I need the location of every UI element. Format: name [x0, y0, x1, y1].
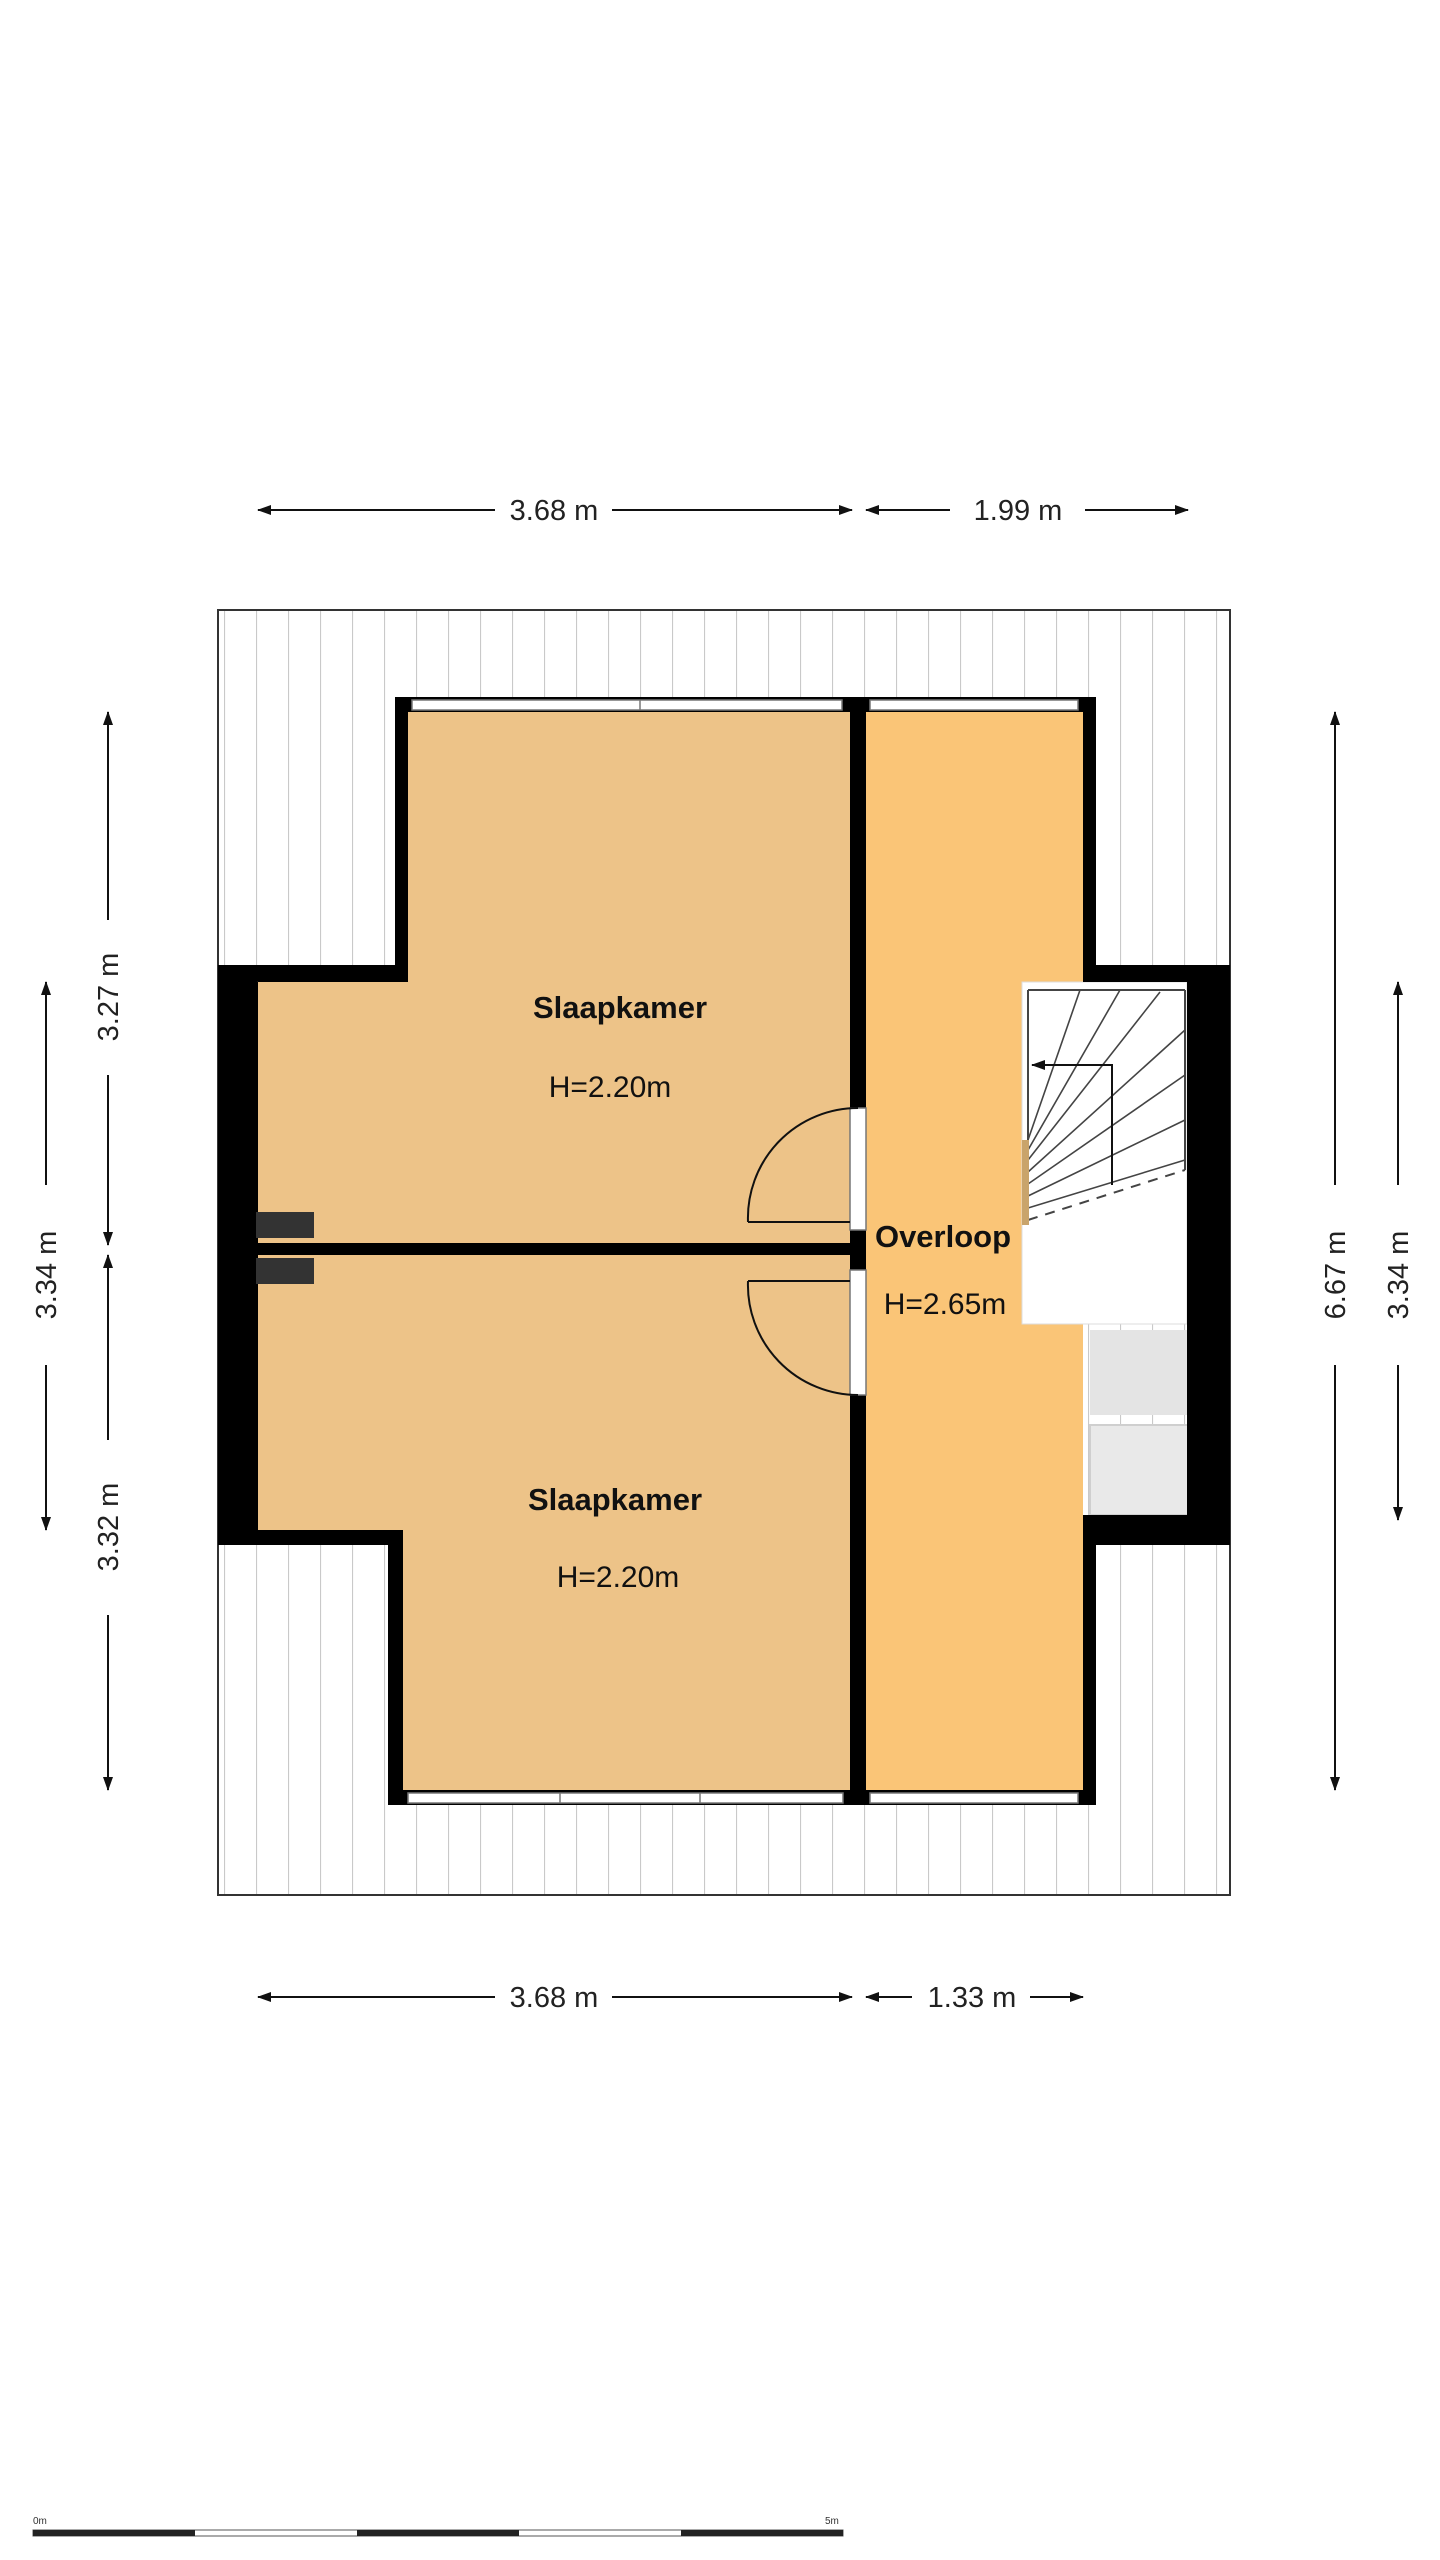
windows	[407, 699, 1079, 1804]
doors	[746, 1107, 867, 1396]
dim-left-upper: 3.27 m	[93, 953, 125, 1042]
dim-right-inner: 6.67 m	[1320, 1231, 1352, 1320]
dim-left-lower: 3.32 m	[93, 1483, 125, 1572]
scale-end: 5m	[825, 2516, 839, 2527]
scale-bar: 0m 5m	[32, 2516, 844, 2537]
room-height-bedroom-lower: H=2.20m	[557, 1561, 680, 1594]
dim-bottom-left: 3.68 m	[510, 1982, 599, 2014]
room-height-bedroom-upper: H=2.20m	[549, 1071, 672, 1104]
staircase	[1021, 981, 1188, 1325]
dim-top-left: 3.68 m	[510, 495, 599, 527]
room-name-bedroom-upper: Slaapkamer	[533, 990, 707, 1025]
bedroom-lower-floor	[258, 1255, 856, 1790]
walls	[218, 697, 1230, 1805]
scale-start: 0m	[33, 2516, 47, 2527]
cabinet	[1089, 1330, 1189, 1516]
bedroom-upper-floor	[258, 712, 856, 1245]
room-name-bedroom-lower: Slaapkamer	[528, 1482, 702, 1517]
divider-wall	[256, 1243, 866, 1255]
landing-wall	[850, 700, 866, 1802]
dim-bottom-right: 1.33 m	[928, 1982, 1017, 2014]
dim-left-outer: 3.34 m	[31, 1231, 63, 1320]
room-name-landing: Overloop	[875, 1219, 1011, 1254]
dimension-lines	[41, 505, 1403, 2002]
dimension-labels: 3.68 m 1.99 m 3.68 m 1.33 m 3.27 m 3.32 …	[31, 495, 1415, 2014]
room-height-landing: H=2.65m	[884, 1288, 1007, 1321]
dim-right-outer: 3.34 m	[1383, 1231, 1415, 1320]
dim-top-right: 1.99 m	[974, 495, 1063, 527]
room-labels: Slaapkamer H=2.20m Slaapkamer H=2.20m Ov…	[528, 990, 1011, 1594]
